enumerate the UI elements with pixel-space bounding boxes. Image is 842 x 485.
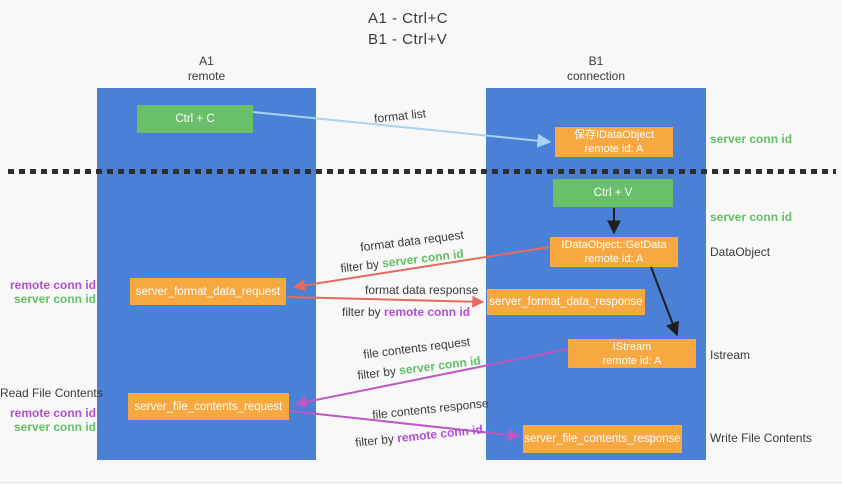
istream-line1: IStream — [612, 340, 652, 353]
column-b1-subtitle: connection — [566, 69, 626, 83]
file-contents-response-filter: filter by remote conn id — [355, 422, 484, 449]
format-data-response-arrow — [286, 295, 485, 308]
title-line-2: B1 - Ctrl+V — [368, 31, 448, 48]
server-conn-id-label: server conn id — [13, 420, 96, 434]
format-list-label: format list — [373, 106, 427, 126]
file-response-box: server_file_contents_response — [523, 425, 682, 453]
remote-conn-id-label: remote conn id — [9, 278, 96, 292]
file-request-box: server_file_contents_request — [128, 393, 289, 420]
write-file-contents-label: Write File Contents — [710, 431, 812, 445]
column-header-b1: B1 connection — [486, 54, 706, 84]
format-data-response-filter: filter by remote conn id — [342, 305, 470, 319]
server-conn-id-label-top: server conn id — [710, 132, 793, 146]
filter-key-remote-conn-id: remote conn id — [384, 305, 471, 319]
istream-line2: remote id: A — [602, 354, 662, 367]
filter-key-server-conn-id: server conn id — [398, 353, 482, 378]
diagram-title: A1 - Ctrl+C B1 - Ctrl+V — [368, 8, 448, 50]
title-line-1: A1 - Ctrl+C — [368, 10, 449, 27]
file-contents-response-label: file contents response — [371, 395, 490, 423]
format-data-response-label: format data response — [365, 283, 479, 297]
remote-conn-id-label: remote conn id — [9, 406, 96, 420]
istream-box: IStream remote id: A — [568, 339, 696, 368]
filter-prefix: filter by — [342, 305, 381, 319]
server-conn-id-label-mid: server conn id — [710, 210, 793, 224]
getdata-box: IDataObject::GetData remote id: A — [550, 237, 678, 267]
ctrl-v-box: Ctrl + V — [553, 179, 673, 207]
format-request-box: server_format_data_request — [130, 278, 286, 305]
getdata-line1: IDataObject::GetData — [561, 239, 667, 251]
filter-prefix: filter by — [354, 431, 395, 450]
filter-prefix: filter by — [339, 256, 380, 276]
save-idataobject-line1: 保存IDataObject — [573, 129, 655, 141]
dataobject-label: DataObject — [710, 245, 771, 259]
left-conn-id-labels-top: remote conn id server conn id — [0, 278, 96, 306]
dashed-separator — [8, 169, 836, 174]
column-header-a1: A1 remote — [97, 54, 316, 84]
left-conn-id-labels-bottom: remote conn id server conn id — [0, 406, 96, 434]
save-idataobject-box: 保存IDataObject remote id: A — [555, 127, 673, 157]
ctrl-c-box: Ctrl + C — [137, 105, 253, 133]
read-file-contents-label: Read File Contents — [0, 386, 103, 400]
column-b1-name: B1 — [588, 54, 604, 68]
format-data-request-filter: filter by server conn id — [340, 246, 465, 275]
bottom-border — [0, 482, 842, 483]
server-conn-id-label: server conn id — [13, 292, 96, 306]
filter-key-remote-conn-id: remote conn id — [396, 422, 484, 446]
format-response-box: server_format_data_response — [487, 289, 645, 315]
save-idataobject-line2: remote id: A — [584, 143, 644, 155]
column-a1-subtitle: remote — [187, 69, 226, 83]
column-a1-name: A1 — [199, 54, 214, 68]
istream-label: Istream — [710, 348, 751, 362]
filter-prefix: filter by — [356, 363, 397, 383]
getdata-line2: remote id: A — [584, 253, 644, 265]
